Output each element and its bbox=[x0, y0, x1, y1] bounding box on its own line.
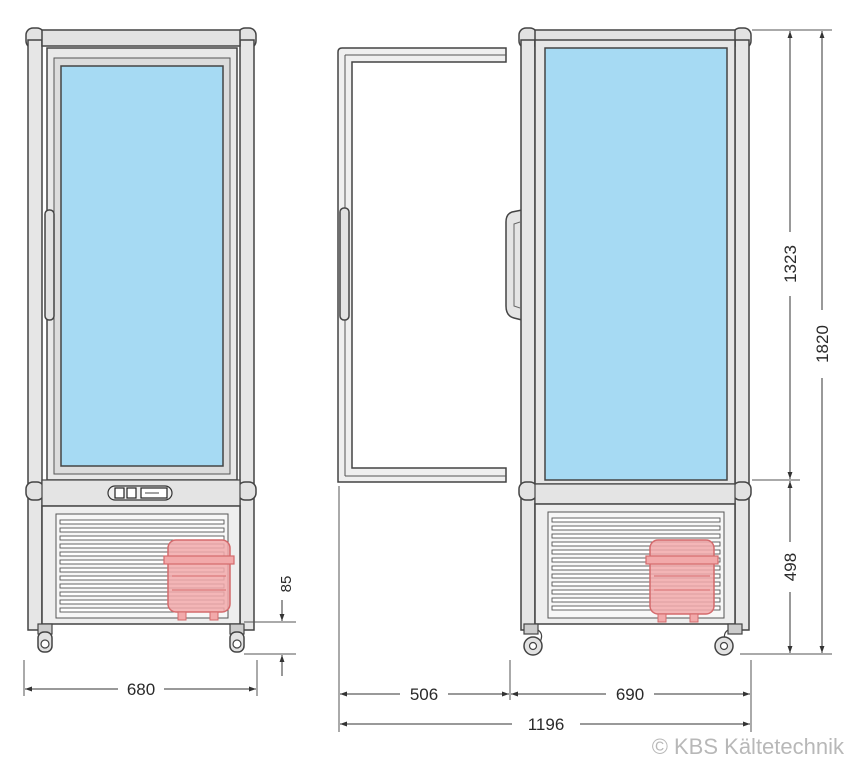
vent-slat bbox=[551, 557, 721, 563]
side-view bbox=[505, 27, 752, 656]
vent-slat bbox=[551, 525, 721, 531]
vent-slat bbox=[551, 565, 721, 571]
side-glass bbox=[544, 47, 728, 481]
dimension-label-1820: 1820 bbox=[813, 325, 832, 363]
side-post-right bbox=[734, 39, 750, 631]
vent-slat bbox=[59, 527, 225, 533]
open-door-frame bbox=[337, 47, 507, 483]
side-lower-strip bbox=[534, 483, 736, 505]
open-door-view bbox=[337, 47, 507, 483]
dimension-label-1323: 1323 bbox=[781, 245, 800, 283]
side-compressor-unit bbox=[645, 539, 719, 623]
side-mid-cap-left bbox=[518, 481, 538, 501]
front-post-left bbox=[27, 39, 43, 631]
copyright-watermark: © KBS Kältetechnik bbox=[651, 734, 844, 759]
vent-slat bbox=[551, 517, 721, 523]
vent-slat bbox=[551, 573, 721, 579]
front-compressor-unit bbox=[163, 539, 235, 621]
vent-slat bbox=[551, 581, 721, 587]
front-top-header bbox=[41, 29, 241, 47]
front-post-right bbox=[239, 39, 255, 631]
front-mid-cap-left bbox=[25, 481, 45, 501]
dimension-front-width: 680 bbox=[23, 660, 258, 699]
vent-slat bbox=[551, 549, 721, 555]
front-door-handle bbox=[44, 209, 55, 321]
front-caster-left bbox=[37, 623, 53, 653]
light-switch-icon bbox=[126, 487, 137, 499]
front-mid-cap-right bbox=[237, 481, 257, 501]
side-mid-cap-right bbox=[732, 481, 752, 501]
front-view bbox=[25, 27, 257, 653]
open-door-handle bbox=[339, 207, 350, 321]
vent-slat bbox=[59, 519, 225, 525]
dimension-label-506: 506 bbox=[410, 685, 438, 704]
vent-slat bbox=[551, 533, 721, 539]
dimension-label-680: 680 bbox=[127, 680, 155, 699]
power-switch-icon bbox=[114, 487, 125, 499]
dimension-lines-horizontal: 506 690 1196 bbox=[338, 486, 752, 734]
dimension-base-height: 85 bbox=[244, 576, 296, 676]
vent-slat bbox=[551, 605, 721, 611]
dimension-label-690: 690 bbox=[616, 685, 644, 704]
dimension-label-498: 498 bbox=[781, 553, 800, 581]
front-caster-right bbox=[229, 623, 245, 653]
vent-slat bbox=[551, 541, 721, 547]
side-caster-right bbox=[714, 623, 743, 656]
front-glass bbox=[60, 65, 224, 467]
dimension-label-85: 85 bbox=[278, 576, 295, 593]
vent-slat bbox=[551, 589, 721, 595]
vent-slat bbox=[551, 597, 721, 603]
side-caster-left bbox=[523, 623, 543, 656]
dimension-label-1196: 1196 bbox=[528, 715, 565, 734]
vent-slat bbox=[59, 535, 225, 541]
front-vent-slats bbox=[59, 519, 225, 613]
dimension-lines-vertical: 1323 498 1820 bbox=[740, 29, 832, 655]
side-vent-slats bbox=[551, 517, 721, 611]
side-post-left bbox=[520, 39, 536, 631]
